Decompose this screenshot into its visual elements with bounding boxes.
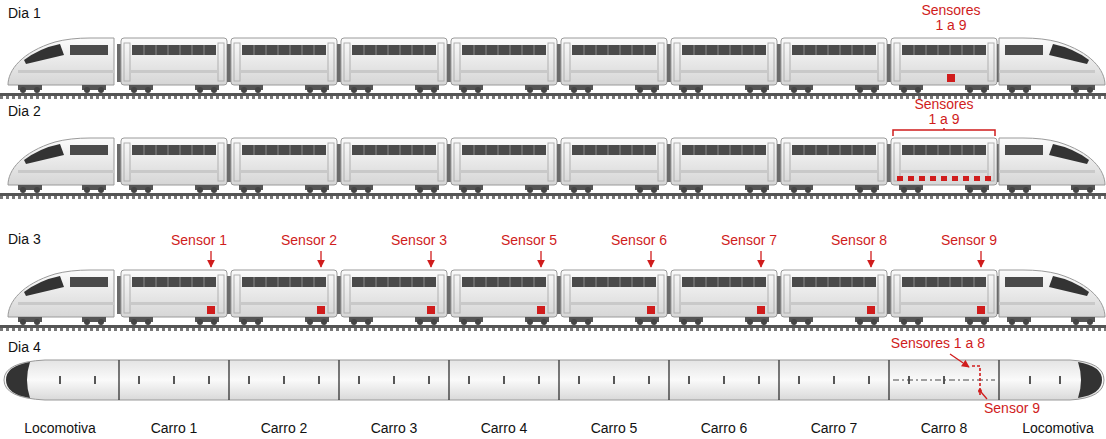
car-label: Carro 1 xyxy=(151,421,198,436)
sensor-label: Sensor 8 xyxy=(831,233,887,248)
sensor-arrows xyxy=(211,251,981,267)
train-side-view xyxy=(0,138,1106,199)
train-side-view xyxy=(0,270,1106,331)
train-side-view xyxy=(0,38,1106,99)
sensor-mark xyxy=(947,74,955,82)
sensor-bracket xyxy=(893,128,995,136)
car-label: Carro 3 xyxy=(371,421,418,436)
car-label: Carro 5 xyxy=(591,421,638,436)
sensor-label: Sensor 9 xyxy=(984,401,1040,416)
sensor-label: Sensor 5 xyxy=(501,233,557,248)
sensor-label: Sensor 3 xyxy=(391,233,447,248)
car-label: Locomotiva xyxy=(24,421,96,436)
car-label: Carro 2 xyxy=(261,421,308,436)
sensor-marks xyxy=(897,176,991,181)
car-label: Carro 6 xyxy=(701,421,748,436)
sensor-label: Sensor 9 xyxy=(941,233,997,248)
sensor-label: Sensor 6 xyxy=(611,233,667,248)
sensor-label: Sensores 1 a 8 xyxy=(891,336,985,351)
leader-arrow xyxy=(950,354,969,367)
day-label: Dia 1 xyxy=(8,6,41,21)
day-label: Dia 3 xyxy=(8,232,41,247)
train-top-view xyxy=(4,360,1104,400)
sensor-label: Sensores 1 a 9 xyxy=(918,3,984,33)
day-label: Dia 2 xyxy=(8,104,41,119)
car-label: Carro 7 xyxy=(811,421,858,436)
car-label: Carro 8 xyxy=(921,421,968,436)
sensor-marks xyxy=(207,306,985,314)
sensor-label: Sensor 2 xyxy=(281,233,337,248)
sensor-label: Sensores 1 a 9 xyxy=(911,97,977,127)
sensor-label: Sensor 7 xyxy=(721,233,777,248)
car-label: Carro 4 xyxy=(481,421,528,436)
car-label: Locomotiva xyxy=(1022,421,1094,436)
day-label: Dia 4 xyxy=(8,340,41,355)
leader-line xyxy=(981,392,987,399)
sensor-label: Sensor 1 xyxy=(171,233,227,248)
